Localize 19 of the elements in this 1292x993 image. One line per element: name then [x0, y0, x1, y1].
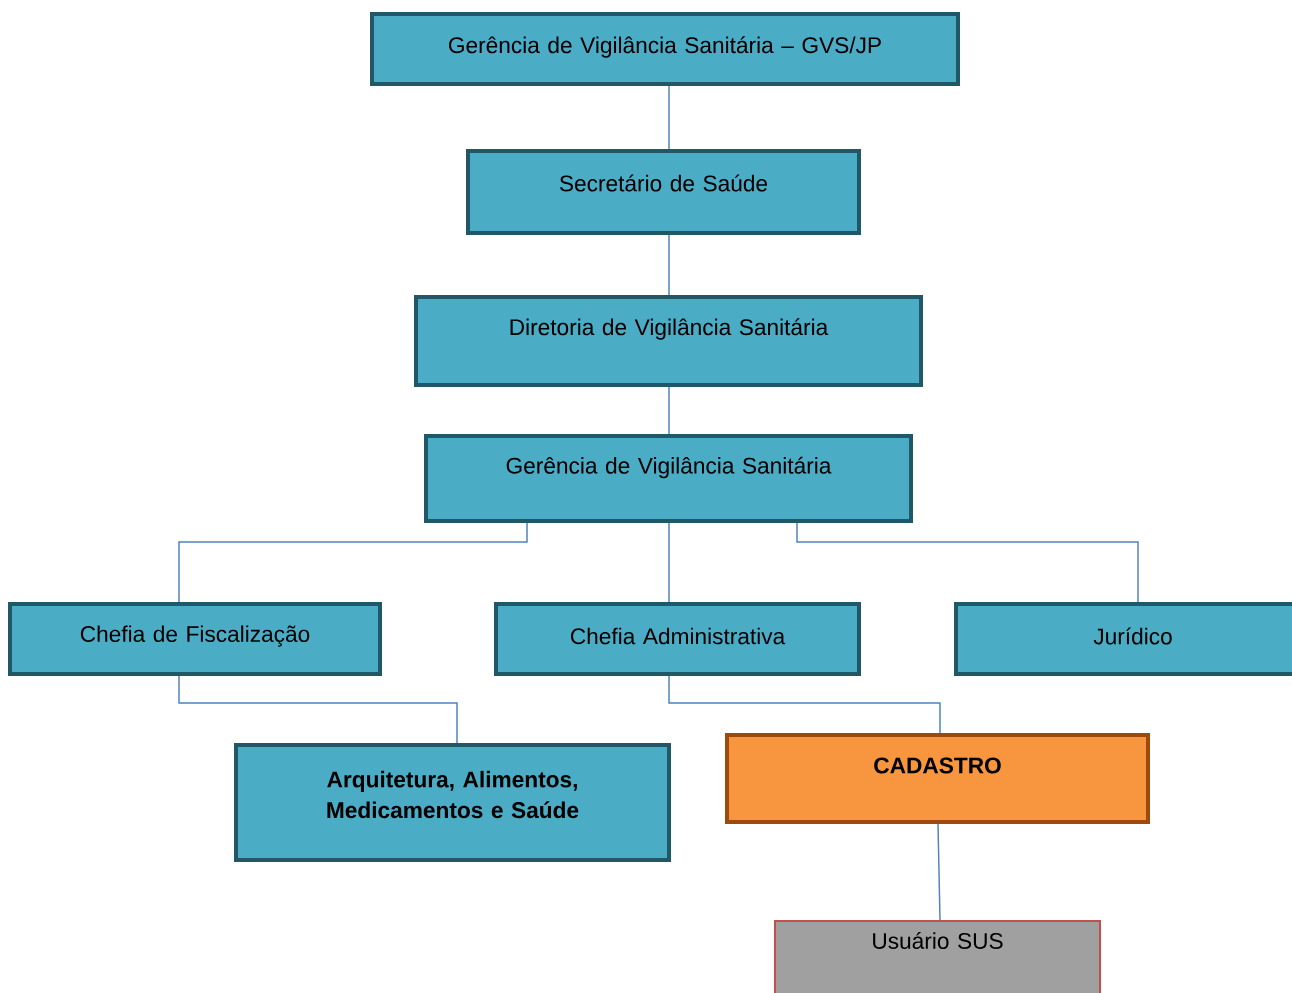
connector-line [796, 522, 1139, 603]
connector-line [668, 522, 670, 603]
connector-line [937, 823, 941, 921]
connector-line [178, 522, 528, 603]
connector-line [668, 234, 670, 296]
org-box: Secretário de Saúde [466, 149, 861, 235]
org-box: Chefia de Fiscalização [8, 602, 382, 676]
org-box: Gerência de Vigilância Sanitária [424, 434, 913, 523]
connector-line [668, 675, 941, 734]
connector-line [668, 386, 670, 435]
connector-line [668, 85, 670, 150]
org-box: Jurídico [954, 602, 1292, 676]
org-box: Usuário SUS [774, 920, 1101, 993]
org-box: CADASTRO [725, 733, 1150, 824]
org-box: Gerência de Vigilância Sanitária – GVS/JP [370, 12, 960, 86]
connector-line [178, 675, 458, 744]
org-box: Diretoria de Vigilância Sanitária [414, 295, 923, 387]
org-box: Arquitetura, Alimentos, Medicamentos e Saúde [234, 743, 671, 862]
org-box: Chefia Administrativa [494, 602, 861, 676]
